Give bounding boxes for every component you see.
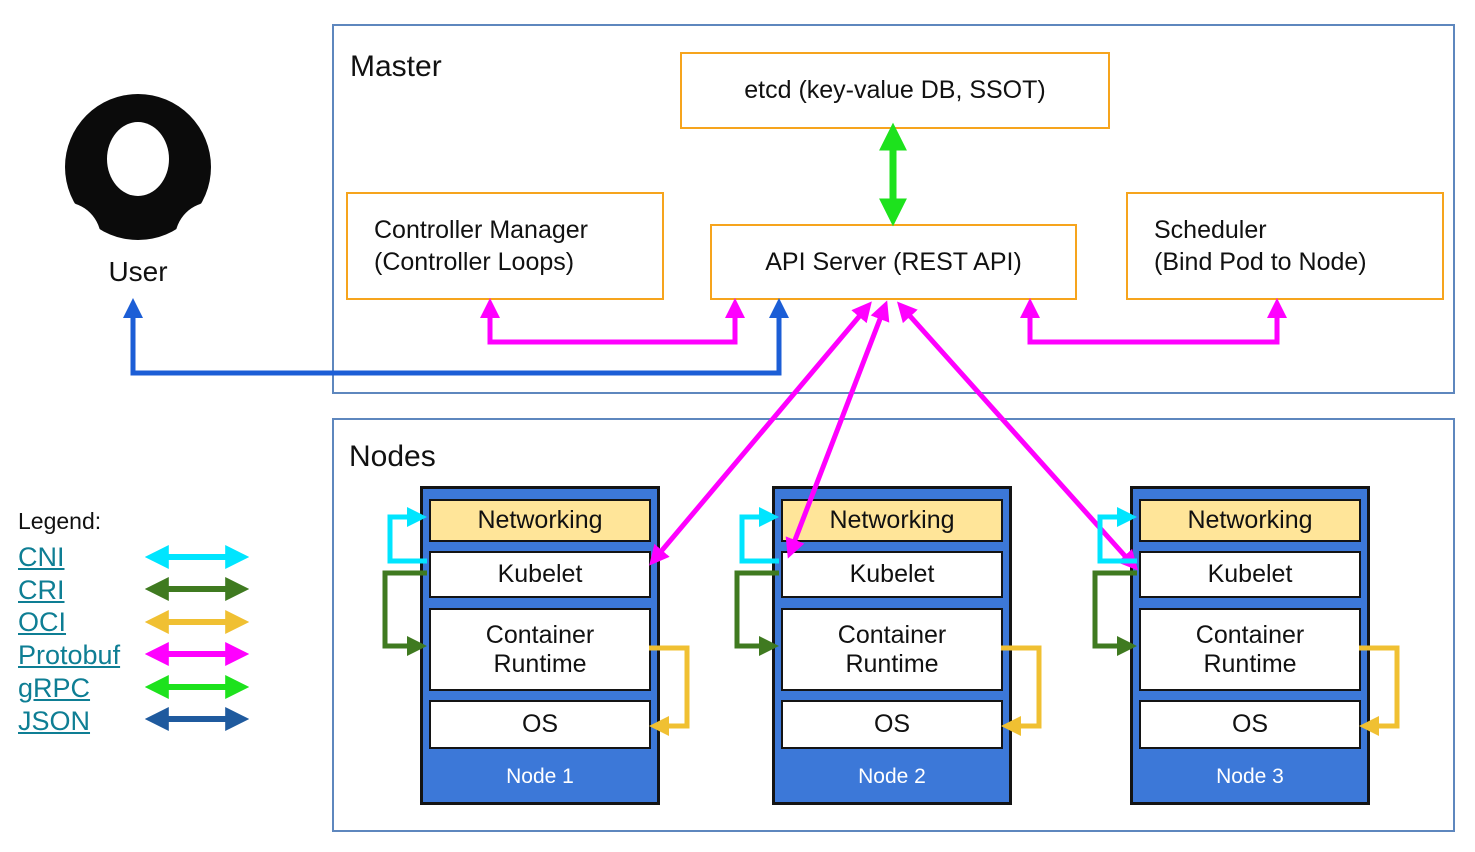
node-2: Networking Kubelet Container Runtime OS … [772, 486, 1012, 805]
controller-manager-label-line1: Controller Manager [374, 215, 588, 244]
node-2-container-runtime-box: Container Runtime [781, 608, 1003, 691]
node-2-os-box: OS [781, 700, 1003, 749]
etcd-box: etcd (key-value DB, SSOT) [680, 52, 1110, 129]
scheduler-label-line1: Scheduler [1154, 215, 1267, 244]
node-1-os-box: OS [429, 700, 651, 749]
controller-manager-label-line2: (Controller Loops) [374, 248, 575, 276]
node-1: Networking Kubelet Container Runtime OS … [420, 486, 660, 805]
controller-manager-box: Controller Manager (Controller Loops) [346, 192, 664, 300]
node-1-kubelet-box: Kubelet [429, 551, 651, 598]
legend-title: Legend: [18, 508, 102, 534]
scheduler-box: Scheduler (Bind Pod to Node) [1126, 192, 1444, 300]
master-section: Master etcd (key-value DB, SSOT) Control… [332, 24, 1455, 394]
master-title: Master [350, 50, 442, 83]
nodes-title: Nodes [349, 440, 436, 473]
node-3-os-box: OS [1139, 700, 1361, 749]
nodes-section: Nodes Networking Kubelet Container Runti… [332, 418, 1455, 832]
node-3-networking-box: Networking [1139, 499, 1361, 542]
api-server-label: API Server (REST API) [765, 247, 1022, 276]
legend-link-oci[interactable]: OCI [18, 607, 67, 637]
node-2-label: Node 2 [858, 765, 926, 788]
node-2-kubelet-box: Kubelet [781, 551, 1003, 598]
user-label: User [108, 256, 168, 287]
node-1-label: Node 1 [506, 765, 574, 788]
legend-link-grpc[interactable]: gRPC [18, 673, 91, 703]
kubelet-label: Kubelet [1207, 560, 1293, 589]
node-3-container-runtime-box: Container Runtime [1139, 608, 1361, 691]
container-runtime-label: Container Runtime [1195, 620, 1305, 678]
kubelet-label: Kubelet [849, 560, 935, 589]
etcd-label: etcd (key-value DB, SSOT) [744, 76, 1046, 105]
legend-link-cri[interactable]: CRI [18, 575, 65, 605]
node-3-label: Node 3 [1216, 765, 1284, 788]
node-2-networking-box: Networking [781, 499, 1003, 542]
networking-label: Networking [477, 506, 603, 535]
os-label: OS [521, 710, 559, 739]
container-runtime-label: Container Runtime [485, 620, 595, 678]
networking-label: Networking [829, 506, 955, 535]
kubelet-label: Kubelet [497, 560, 583, 589]
node-3-kubelet-box: Kubelet [1139, 551, 1361, 598]
person-icon [27, 94, 249, 276]
user-icon [27, 93, 249, 276]
networking-label: Networking [1187, 506, 1313, 535]
scheduler-label-line2: (Bind Pod to Node) [1154, 248, 1367, 276]
api-server-box: API Server (REST API) [710, 224, 1077, 300]
node-1-networking-box: Networking [429, 499, 651, 542]
node-3: Networking Kubelet Container Runtime OS … [1130, 486, 1370, 805]
node-1-container-runtime-box: Container Runtime [429, 608, 651, 691]
os-label: OS [1231, 710, 1269, 739]
legend-link-json[interactable]: JSON [18, 706, 91, 736]
os-label: OS [873, 710, 911, 739]
container-runtime-label: Container Runtime [837, 620, 947, 678]
legend-link-protobuf[interactable]: Protobuf [18, 640, 121, 670]
legend-link-cni[interactable]: CNI [18, 542, 65, 572]
